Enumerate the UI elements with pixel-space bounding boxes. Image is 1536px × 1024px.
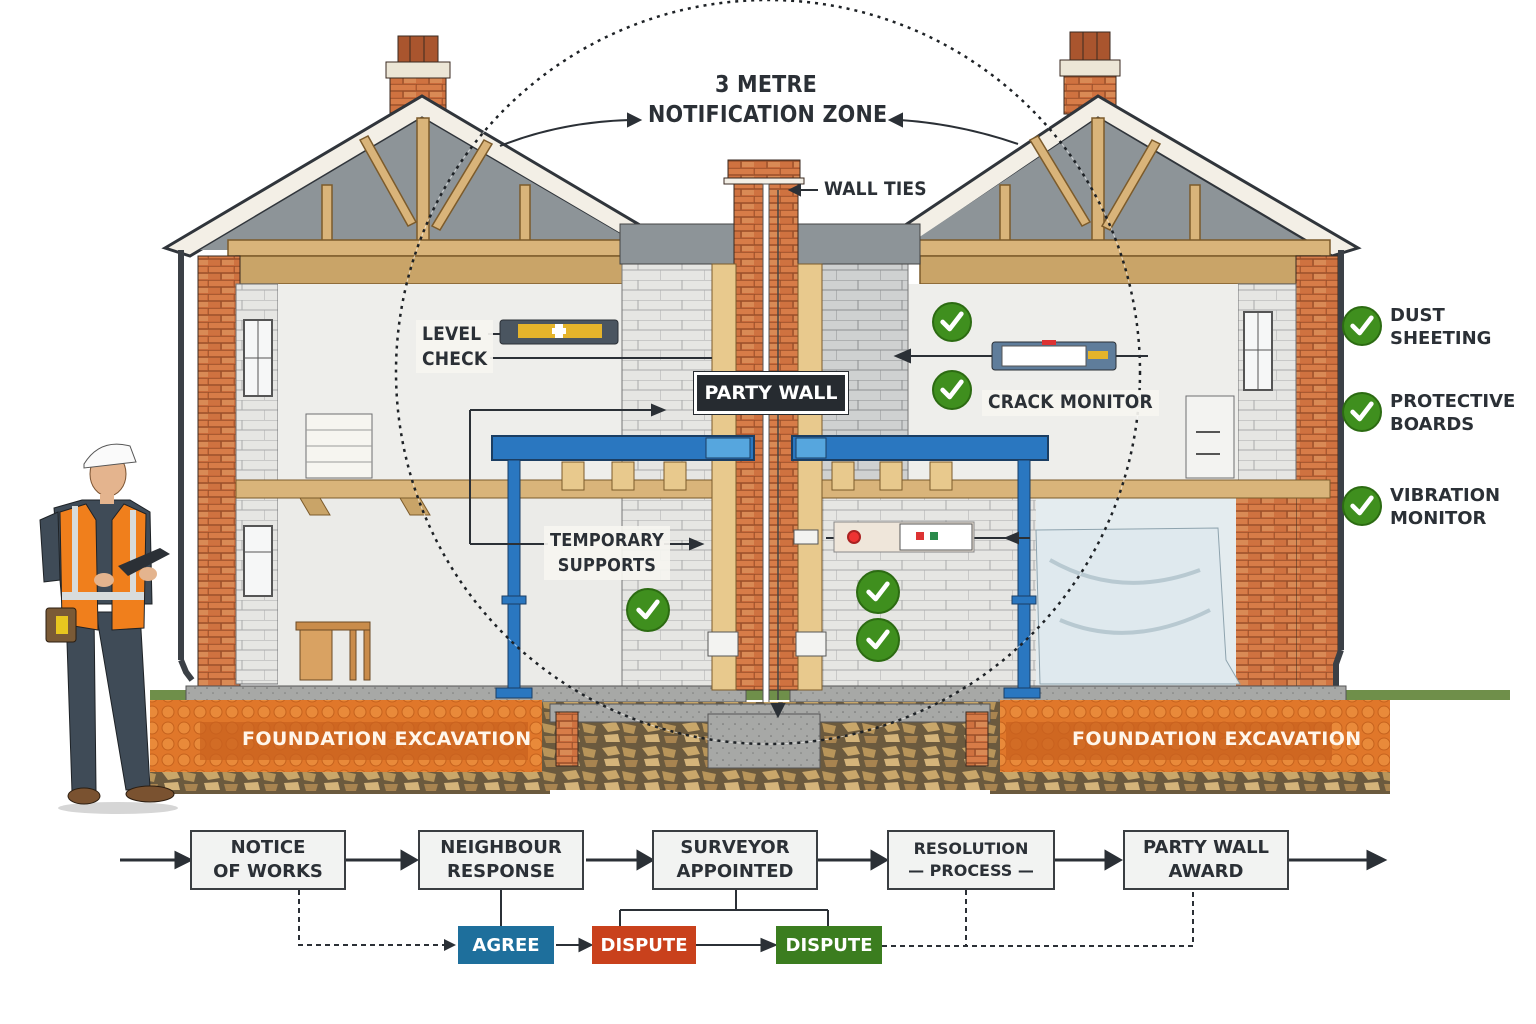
level-check-line2: CHECK <box>422 347 488 370</box>
vibration-monitor-device <box>793 521 975 553</box>
check-icon <box>626 588 670 632</box>
step-line1: RESOLUTION <box>913 839 1029 859</box>
checklist-line2: BOARDS <box>1390 414 1475 436</box>
temporary-steel-supports <box>491 435 1049 699</box>
step-line2: AWARD <box>1168 861 1244 882</box>
foundation-excavation <box>150 700 1390 794</box>
checklist-line1: DUST <box>1390 305 1445 326</box>
step-notice-of-works: NOTICE OF WORKS <box>190 830 346 890</box>
step-neighbour-response: NEIGHBOUR RESPONSE <box>418 830 584 890</box>
party-wall-label: PARTY WALL <box>693 371 849 415</box>
temporary-supports-line1: TEMPORARY <box>550 530 664 551</box>
step-resolution-process: RESOLUTION — PROCESS — <box>887 830 1055 890</box>
foundation-excavation-left-label: FOUNDATION EXCAVATION <box>242 728 532 750</box>
notification-zone-circle <box>394 0 1142 746</box>
step-surveyor-appointed: SURVEYOR APPOINTED <box>652 830 818 890</box>
step-party-wall-award: PARTY WALL AWARD <box>1123 830 1289 890</box>
check-icon <box>932 302 972 342</box>
step-line1: SURVEYOR <box>680 836 790 858</box>
outcome-agree-tag: AGREE <box>458 926 554 964</box>
check-icon <box>1342 392 1382 432</box>
temporary-supports-line2: SUPPORTS <box>557 555 657 577</box>
outcome-dispute-green-tag: DISPUTE <box>776 926 882 964</box>
checklist-line2: MONITOR <box>1390 508 1487 530</box>
step-line2: — PROCESS — <box>908 861 1034 880</box>
surveyor-figure <box>39 443 178 814</box>
step-line2: RESPONSE <box>447 861 555 882</box>
checklist-line2: SHEETING <box>1390 328 1492 350</box>
check-icon <box>856 618 900 662</box>
check-icon <box>932 370 972 410</box>
step-line1: NEIGHBOUR <box>440 836 562 858</box>
check-icon <box>856 570 900 614</box>
check-icon <box>1342 306 1382 346</box>
crack-monitor-label: CRACK MONITOR <box>982 390 1159 416</box>
process-dashed-paths <box>298 890 1194 947</box>
step-line1: NOTICE <box>230 836 306 858</box>
level-check-label: LEVEL CHECK <box>416 320 494 374</box>
wall-ties-label: WALL TIES <box>824 178 927 200</box>
crack-monitor-device <box>991 340 1117 371</box>
temporary-supports-label: TEMPORARY SUPPORTS <box>544 526 670 581</box>
level-tool <box>499 319 619 345</box>
level-check-line1: LEVEL <box>422 323 482 345</box>
party-wall-column <box>707 159 827 715</box>
zone-label-line2: NOTIFICATION ZONE <box>648 102 888 129</box>
notification-zone-title: 3 METRE NOTIFICATION ZONE <box>648 72 888 129</box>
step-line2: APPOINTED <box>676 861 794 882</box>
checklist-line1: PROTECTIVE <box>1390 391 1516 412</box>
outcome-dispute-red-tag: DISPUTE <box>592 926 696 964</box>
checklist-line1: VIBRATION <box>1390 485 1501 506</box>
step-line2: OF WORKS <box>213 861 323 882</box>
zone-label-line1: 3 METRE <box>715 72 817 98</box>
foundation-excavation-right-label: FOUNDATION EXCAVATION <box>1072 728 1362 750</box>
step-line1: PARTY WALL <box>1142 836 1270 858</box>
process-flow-arrows <box>120 849 1388 953</box>
check-icon <box>1342 486 1382 526</box>
